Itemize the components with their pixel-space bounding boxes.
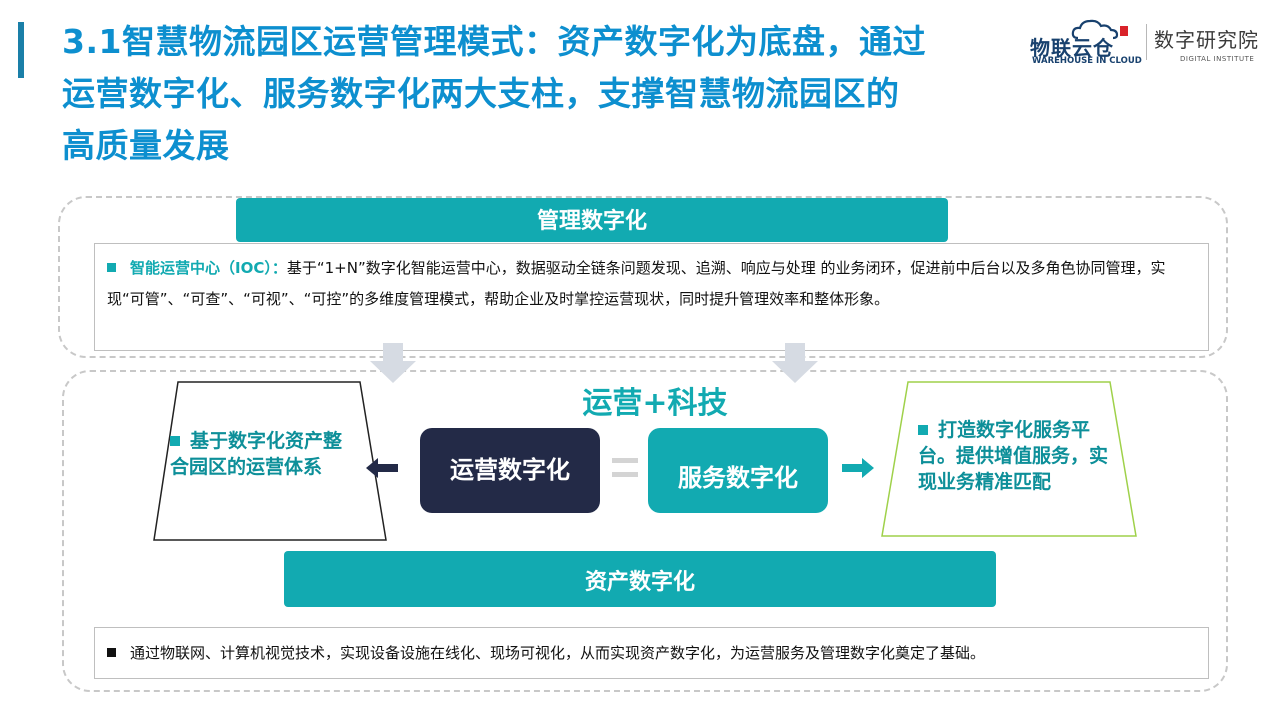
left-trapezoid-frame: [153, 381, 387, 541]
bullet-square-icon: [918, 425, 928, 435]
left-trapezoid-text: 基于数字化资产整合园区的运营体系: [170, 428, 360, 480]
title-line-3: 高质量发展: [62, 126, 230, 165]
logo-wic-en: WAREHOUSE IN CLOUD: [1032, 56, 1142, 66]
right-trapezoid-text: 打造数字化服务平台。提供增值服务，实现业务精准匹配: [918, 417, 1123, 495]
asset-description: 通过物联网、计算机视觉技术，实现设备设施在线化、现场可视化，从而实现资产数字化，…: [94, 627, 1209, 679]
right-arrow-icon: [842, 458, 874, 478]
left-arrow-icon: [366, 458, 398, 478]
service-platform-text: 打造数字化服务平台。提供增值服务，实现业务精准匹配: [918, 419, 1109, 493]
warehouse-in-cloud-logo: 物联云仓 WAREHOUSE IN CLOUD: [1030, 18, 1142, 66]
cloud-icon: [1071, 19, 1128, 40]
title-line-2: 运营数字化、服务数字化两大支柱，支撑智慧物流园区的: [62, 74, 900, 113]
down-arrow-icon: [772, 343, 818, 383]
logo-divider: [1146, 24, 1147, 60]
page-title: 3.1智慧物流园区运营管理模式：资产数字化为底盘，通过 运营数字化、服务数字化两…: [62, 16, 1022, 172]
title-line-1: 3.1智慧物流园区运营管理模式：资产数字化为底盘，通过: [62, 22, 926, 61]
ops-tech-title: 运营+科技: [582, 386, 728, 421]
bullet-square-icon: [107, 648, 116, 657]
operations-section-frame: [62, 370, 1228, 692]
down-arrow-icon: [370, 343, 416, 383]
right-trapezoid-frame: [881, 381, 1137, 537]
ioc-text: 基于“1+N”数字化智能运营中心，数据驱动全链条问题发现、追溯、响应与处理 的业…: [107, 259, 1166, 308]
logo-di-en: DIGITAL INSTITUTE: [1180, 55, 1255, 63]
bullet-square-icon: [107, 263, 116, 272]
logo-wic-cn: 物联云仓: [1030, 36, 1114, 60]
service-digitalization-box: 服务数字化: [648, 428, 828, 513]
connector-dashes: [612, 458, 638, 486]
management-digitalization-bar: 管理数字化: [236, 198, 948, 242]
management-section-frame: [58, 196, 1228, 358]
logo-di-cn: 数字研究院: [1154, 28, 1259, 52]
operations-digitalization-box: 运营数字化: [420, 428, 600, 513]
title-accent-bar: [18, 22, 24, 78]
ioc-highlight: 智能运营中心（IOC）：: [130, 259, 287, 277]
bullet-square-icon: [170, 436, 180, 446]
management-description: 智能运营中心（IOC）：基于“1+N”数字化智能运营中心，数据驱动全链条问题发现…: [94, 243, 1209, 351]
asset-text: 通过物联网、计算机视觉技术，实现设备设施在线化、现场可视化，从而实现资产数字化，…: [130, 644, 986, 662]
digital-institute-logo: 数字研究院 DIGITAL INSTITUTE: [1154, 24, 1270, 64]
asset-integration-text: 基于数字化资产整合园区的运营体系: [170, 430, 343, 478]
asset-digitalization-bar: 资产数字化: [284, 551, 996, 607]
